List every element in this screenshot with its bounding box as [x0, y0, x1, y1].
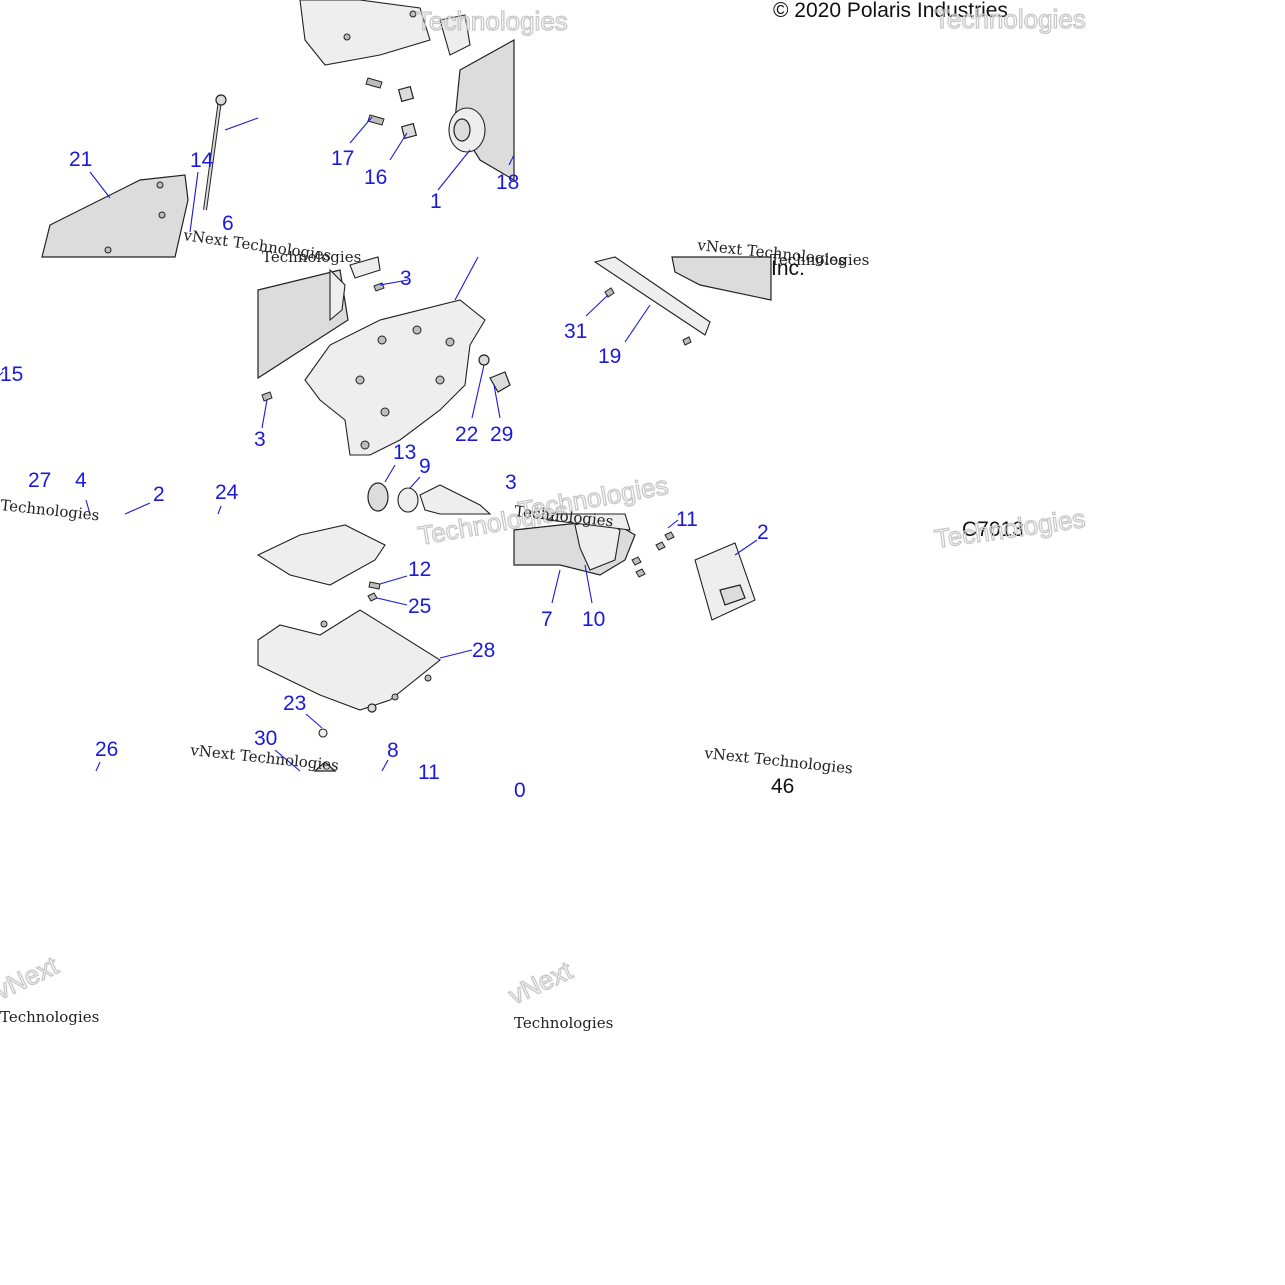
watermark-technologies-9: Technologies: [933, 503, 1087, 554]
watermark-technologies-11: Technologies: [514, 1014, 613, 1032]
cover-plate-2: [694, 542, 756, 621]
tile-middle-right: 31 19 vNext Technologies: [564, 236, 847, 368]
callout-14: 14: [190, 149, 214, 172]
muffler-body: [257, 269, 349, 380]
tile-top-left: 21 14 6 vNext Technologies: [41, 94, 333, 265]
callout-2: 2: [153, 483, 165, 506]
callout-30: 30: [254, 727, 277, 750]
callout-26: 26: [95, 738, 118, 761]
callout-10: 10: [582, 608, 605, 631]
callout-3-right: 3: [505, 471, 517, 494]
callout-15: 15: [0, 363, 23, 386]
watermark-technologies: Technologies: [934, 4, 1086, 34]
copyright-tail: Inc.: [771, 257, 805, 280]
watermark-technologies-10: Technologies: [0, 1008, 99, 1026]
callout-17: 17: [331, 147, 354, 170]
copyright-text: © 2020 Polaris Industries: [773, 0, 1008, 22]
callout-3: 3: [400, 267, 412, 290]
callout-2-right: 2: [757, 521, 769, 544]
watermark-vnext-3: vNext Technologies: [703, 744, 854, 778]
tile-lower-center: 12 25 28 23 30 8 11: [254, 524, 495, 784]
watermark-vnext-6: vNext: [504, 955, 578, 1011]
callout-12: 12: [408, 558, 431, 581]
callout-3-left: 3: [254, 428, 266, 451]
heat-shield-19: [593, 256, 711, 336]
callout-21: 21: [69, 148, 92, 171]
callout-13: 13: [393, 441, 416, 464]
callout-18: 18: [496, 171, 519, 194]
callout-16: 16: [364, 166, 387, 189]
muffler-outlet: [454, 38, 515, 182]
callout-8: 8: [387, 739, 399, 762]
heat-shield-lower: [256, 524, 386, 586]
watermark-vnext-5: vNext: [0, 950, 63, 1006]
tile-middle-left: 15 27 4 2 24 Technologies: [0, 363, 239, 524]
tile-lower-left: 26 vNext Technologies: [95, 738, 340, 775]
callout-1: 1: [430, 190, 442, 213]
heat-shield-21: [41, 174, 189, 258]
page-fragment: 46: [771, 775, 794, 798]
skid-plate-28: [257, 609, 441, 711]
callout-11-lower: 11: [418, 761, 440, 784]
heat-shield-main: [304, 299, 486, 456]
watermark-technologies-2: Technologies: [416, 6, 568, 36]
watermark-technologies-3: Technologies: [262, 248, 361, 266]
callout-24: 24: [215, 481, 239, 504]
callout-31: 31: [564, 320, 587, 343]
callout-9: 9: [419, 455, 431, 478]
tile-lower-right: 11 2 7 10 Technologies Technologies vNex…: [513, 469, 854, 778]
tile-top-middle: 17 16 1 18 Technologies: [299, 0, 568, 213]
watermark-technologies-6: Technologies: [0, 496, 100, 524]
callout-23: 23: [283, 692, 306, 715]
callout-6: 6: [222, 212, 234, 235]
callout-4: 4: [75, 469, 87, 492]
callout-29: 29: [490, 423, 513, 446]
callout-19: 19: [598, 345, 621, 368]
figure-code: C7013: [962, 518, 1024, 541]
callout-25: 25: [408, 595, 431, 618]
heat-shield-upper: [299, 0, 431, 66]
callout-22: 22: [455, 423, 478, 446]
callout-7: 7: [541, 608, 553, 631]
callout-28: 28: [472, 639, 495, 662]
callout-0: 0: [514, 779, 526, 802]
callout-11: 11: [676, 508, 698, 531]
watermark-technologies-5: Technologies: [770, 251, 869, 269]
callout-27: 27: [28, 469, 51, 492]
